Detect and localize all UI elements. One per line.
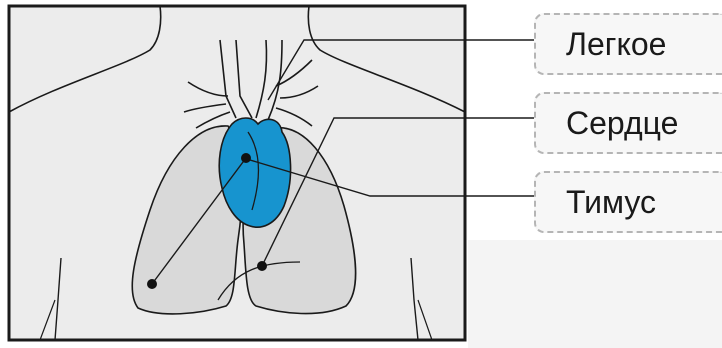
label-thymus[interactable]: Тимус bbox=[534, 171, 722, 233]
label-lung[interactable]: Легкое bbox=[534, 13, 722, 75]
pointer-dot-left-lung bbox=[147, 279, 157, 289]
label-lung-text: Легкое bbox=[566, 26, 666, 63]
label-heart[interactable]: Сердце bbox=[534, 92, 722, 154]
pointer-dot-right-lung bbox=[257, 261, 267, 271]
label-thymus-text: Тимус bbox=[566, 184, 656, 221]
pointer-dot-heart bbox=[241, 153, 251, 163]
label-heart-text: Сердце bbox=[566, 105, 678, 142]
